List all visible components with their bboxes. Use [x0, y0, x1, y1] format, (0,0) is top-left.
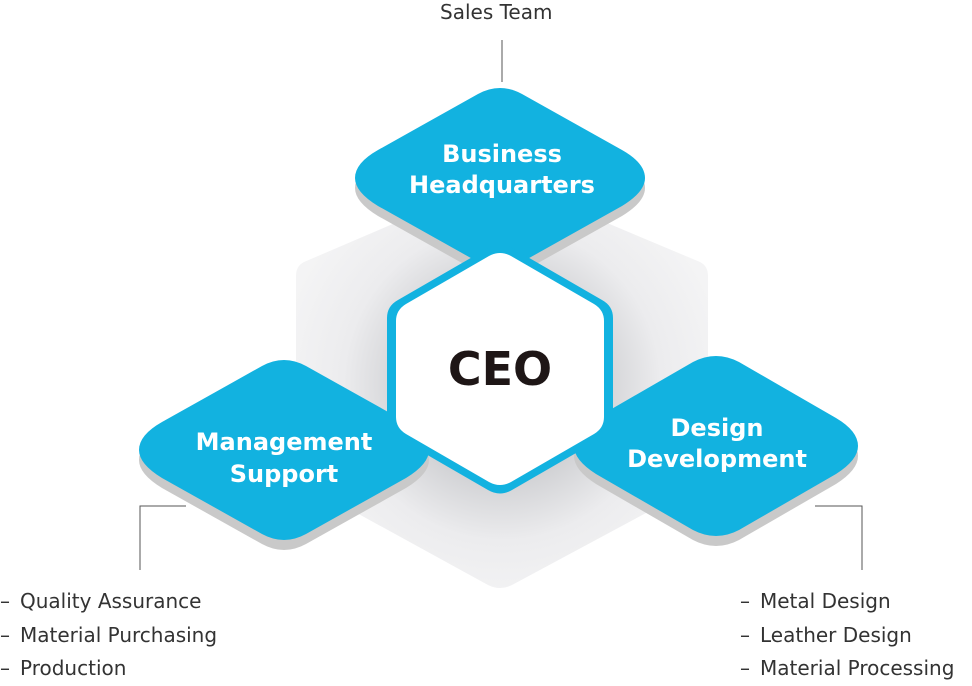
list-item: –Quality Assurance [0, 585, 217, 619]
connector-management-list [139, 505, 186, 570]
node-business-label-line-1: Business [442, 140, 562, 168]
list-dash: – [740, 622, 750, 647]
node-management-shape [139, 360, 429, 540]
list-dash: – [740, 656, 750, 680]
list-dash: – [0, 622, 10, 647]
connector-design-list [815, 505, 863, 570]
list-item-label: Material Purchasing [20, 622, 218, 647]
node-management-label-line-2: Support [230, 460, 339, 488]
sales-team-label: Sales Team [440, 0, 553, 24]
node-business-headquarters: Business Headquarters [355, 88, 645, 278]
list-dash: – [0, 589, 10, 613]
list-dash: – [0, 656, 10, 680]
list-item: –Production [0, 652, 217, 686]
node-ceo-shape [396, 253, 604, 485]
list-item: –Leather Design [740, 619, 954, 653]
list-item-label: Production [20, 656, 127, 680]
node-management-support: Management Support [139, 360, 429, 550]
list-item-label: Metal Design [760, 589, 891, 613]
node-design-label-line-1: Design [671, 414, 764, 442]
list-item-label: Material Processing [760, 656, 955, 680]
node-design-label-line-2: Development [627, 445, 807, 473]
list-item-label: Leather Design [760, 622, 912, 647]
list-dash: – [740, 589, 750, 613]
list-item-label: Quality Assurance [20, 589, 202, 613]
list-item: –Metal Design [740, 585, 954, 619]
list-item: –Material Purchasing [0, 619, 217, 653]
node-ceo: CEO [387, 244, 613, 494]
design-sub-list: –Metal Design –Leather Design –Material … [740, 585, 954, 686]
list-item: –Material Processing [740, 652, 954, 686]
node-business-shape [355, 88, 645, 268]
management-sub-list: –Quality Assurance –Material Purchasing … [0, 585, 217, 686]
ceo-label: CEO [448, 342, 552, 396]
node-management-label-line-1: Management [196, 428, 373, 456]
node-design-development: Design Development [574, 356, 858, 546]
node-design-shape [574, 356, 858, 536]
node-business-label-line-2: Headquarters [409, 171, 595, 199]
